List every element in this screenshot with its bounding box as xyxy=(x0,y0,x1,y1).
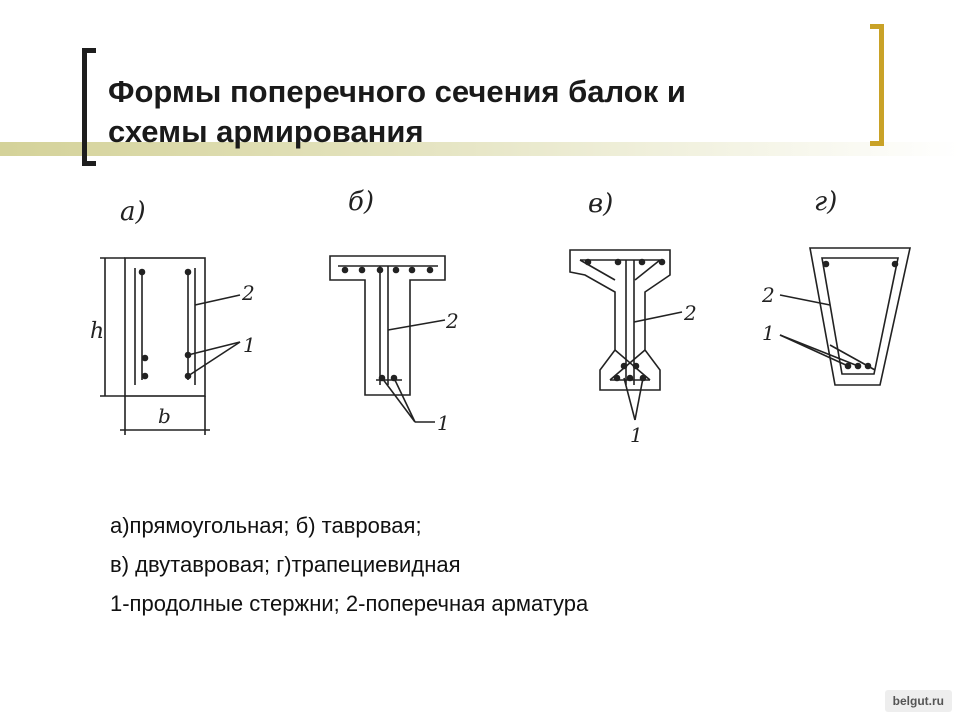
panel-a-label-1: 1 xyxy=(243,333,256,357)
panel-b-t-section: б) 2 1 xyxy=(329,187,459,435)
panel-a-label-2: 2 xyxy=(241,281,255,305)
panel-b-outline xyxy=(329,255,446,396)
caption-block: а)прямоугольная; б) тавровая; в) двутавр… xyxy=(110,506,890,623)
panel-c-letter: в) xyxy=(588,189,613,219)
caption-line-1: а)прямоугольная; б) тавровая; xyxy=(110,513,422,538)
panel-c-label-2: 2 xyxy=(683,301,697,325)
slide-title: Формы поперечного сечения балок и схемы … xyxy=(108,72,848,152)
caption-line-3: 1-продолные стержни; 2-поперечная армату… xyxy=(110,591,589,616)
panel-b-label-1: 1 xyxy=(437,411,450,435)
left-bracket-decoration xyxy=(82,48,96,166)
beam-sections-diagram: а) h b 2 1 б) xyxy=(90,187,911,447)
panel-d-label-2: 2 xyxy=(761,283,775,307)
title-line-2: схемы армирования xyxy=(108,114,424,149)
panel-a-h-label: h xyxy=(90,319,104,344)
panel-a-b-label: b xyxy=(158,404,171,428)
panel-d-label-1: 1 xyxy=(762,321,775,345)
watermark-badge: belgut.ru xyxy=(884,690,952,712)
panel-a-rectangular-section: а) h b 2 1 xyxy=(90,197,256,435)
panel-c-label-1: 1 xyxy=(630,423,643,447)
panel-c-i-section: в) 2 1 xyxy=(569,189,697,447)
panel-a-letter: а) xyxy=(120,197,146,227)
panel-d-trapezoid-section: г) 2 1 xyxy=(761,187,911,386)
panel-c-outline xyxy=(569,249,671,391)
panel-b-label-2: 2 xyxy=(445,309,459,333)
right-bracket-decoration xyxy=(870,24,884,146)
panel-b-letter: б) xyxy=(348,187,374,217)
caption-line-2: в) двутавровая; г)трапециевидная xyxy=(110,552,461,577)
panel-d-letter: г) xyxy=(814,187,837,217)
panel-d-outline xyxy=(809,247,911,386)
panel-a-outline xyxy=(124,257,206,397)
title-accent-bar xyxy=(0,142,960,156)
title-line-1: Формы поперечного сечения балок и xyxy=(108,74,686,109)
